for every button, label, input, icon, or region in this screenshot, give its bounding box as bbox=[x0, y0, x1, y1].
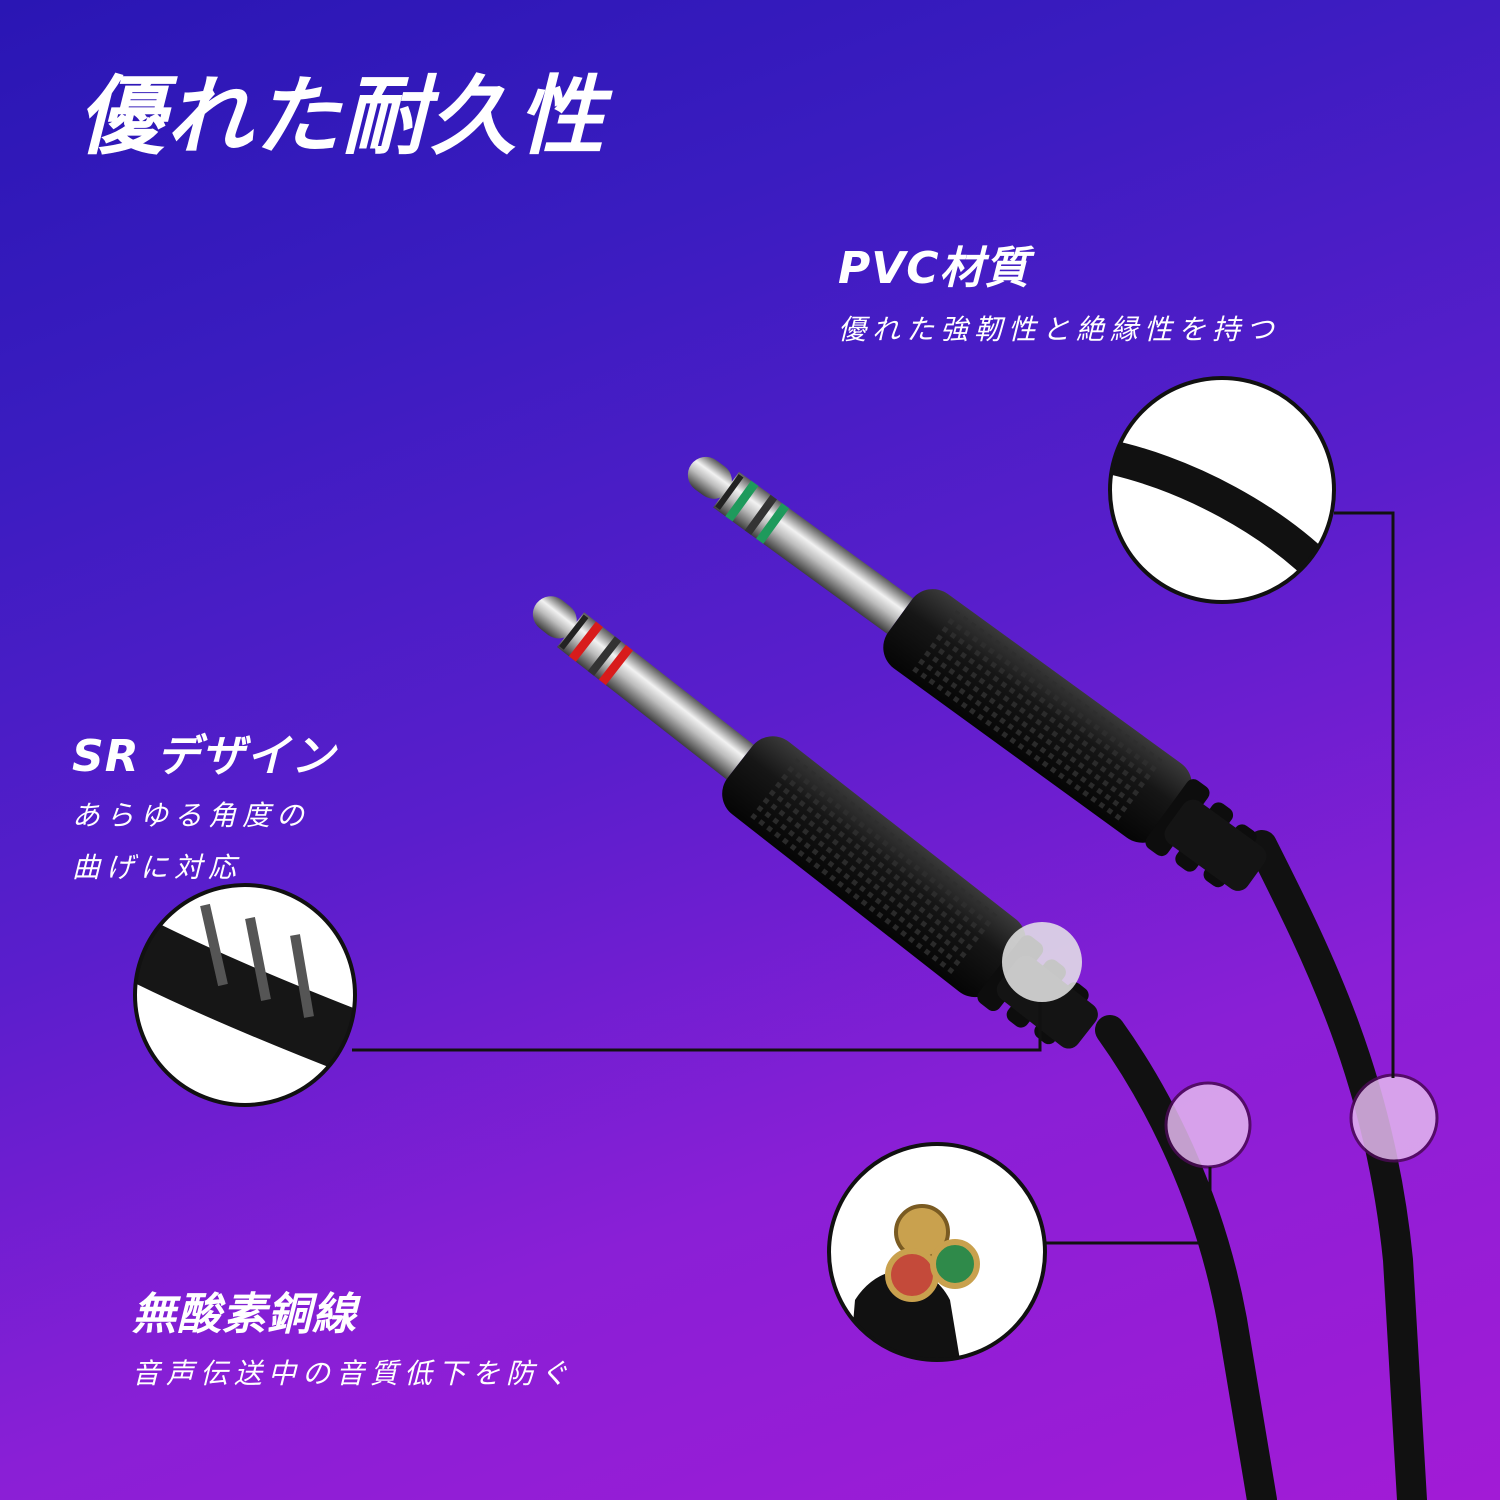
highlight-cable-upper bbox=[1349, 1073, 1439, 1163]
detail-circle-pvc bbox=[1108, 376, 1336, 604]
connector-line-copper bbox=[1045, 1167, 1212, 1245]
feature-title-pvc: PVC材質 bbox=[838, 243, 1030, 294]
highlight-strain-relief bbox=[1002, 922, 1082, 1002]
feature-desc-pvc: 優れた強靭性と絶縁性を持つ bbox=[838, 313, 1281, 346]
cable-upper bbox=[1247, 830, 1427, 1500]
page-title: 優れた耐久性 bbox=[78, 67, 606, 167]
feature-title-copper: 無酸素銅線 bbox=[132, 1289, 357, 1340]
feature-desc-sr-line2: 曲げに対応 bbox=[72, 851, 243, 884]
detail-circle-sr bbox=[133, 883, 357, 1107]
feature-desc-copper: 音声伝送中の音質低下を防ぐ bbox=[132, 1357, 575, 1390]
connector-line-pvc bbox=[1334, 511, 1395, 1078]
highlight-cable-lower bbox=[1164, 1081, 1252, 1169]
detail-circle-copper bbox=[827, 1142, 1047, 1362]
connector-line-sr bbox=[352, 1002, 1042, 1052]
plug-green bbox=[687, 456, 1267, 891]
cable-lower bbox=[1095, 1015, 1277, 1500]
feature-desc-sr-line1: あらゆる角度の bbox=[72, 799, 311, 832]
feature-title-sr: SR デザイン bbox=[72, 731, 336, 782]
